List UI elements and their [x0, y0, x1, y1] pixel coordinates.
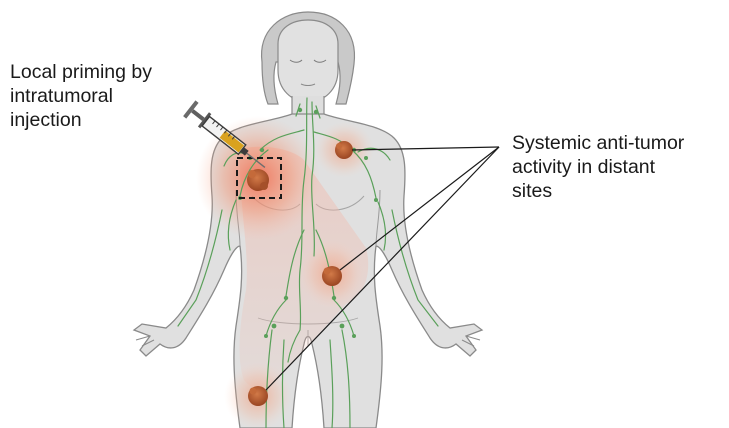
- local-priming-line-1: Local priming by: [10, 60, 152, 84]
- systemic-line-1: Systemic anti-tumor: [512, 131, 684, 155]
- systemic-line-3: sites: [512, 179, 684, 203]
- tumor-distant-thigh: [248, 386, 268, 406]
- local-priming-label: Local priming by intratumoral injection: [10, 60, 152, 132]
- tumor-distant-shoulder: [335, 141, 353, 159]
- systemic-line-2: activity in distant: [512, 155, 684, 179]
- local-priming-line-3: injection: [10, 108, 152, 132]
- face: [278, 20, 338, 102]
- systemic-activity-label: Systemic anti-tumor activity in distant …: [512, 131, 684, 203]
- tumor-injection-site: [247, 169, 269, 191]
- local-priming-line-2: intratumoral: [10, 84, 152, 108]
- tumor-distant-abdomen: [322, 266, 342, 286]
